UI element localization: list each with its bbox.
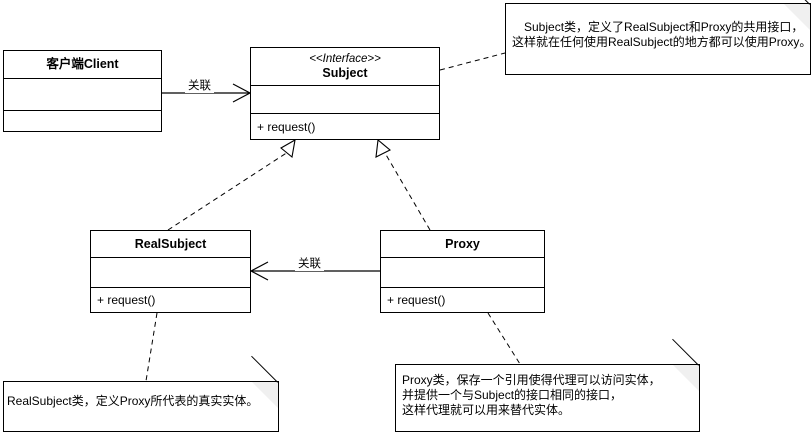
note-proxy-line-1: Proxy类，保存一个引用使得代理可以访问实体， — [402, 373, 661, 387]
class-operations-proxy: + request() — [381, 288, 544, 312]
class-attributes-client — [4, 79, 161, 111]
class-operations-client — [4, 111, 161, 132]
edge-subject-to-subject-note — [439, 52, 506, 71]
edge-realsubject-to-realsubject-note — [145, 312, 158, 382]
class-attributes-subject — [251, 86, 439, 114]
class-attributes-realsubject — [91, 258, 250, 288]
note-realsubject[interactable]: RealSubject类，定义Proxy所代表的真实实体。 — [3, 355, 279, 432]
class-operations-text-subject: + request() — [257, 120, 316, 134]
class-header-client: 客户端Client — [4, 51, 161, 79]
note-fold-corner-icon — [252, 382, 278, 408]
note-subject-line-1: Subject类，定义了RealSubject和Proxy的共用接口， — [512, 20, 804, 34]
note-fold-corner-icon — [673, 365, 699, 391]
edge-proxy-to-realsubject — [249, 261, 380, 281]
note-subject[interactable]: Subject类，定义了RealSubject和Proxy的共用接口， 这样就在… — [505, 0, 811, 75]
class-operations-text-proxy: + request() — [387, 293, 446, 307]
class-box-subject[interactable]: <<Interface>> Subject + request() — [250, 47, 440, 140]
note-fold-corner-icon — [784, 4, 810, 30]
class-header-realsubject: RealSubject — [91, 231, 250, 258]
class-name-client: 客户端Client — [46, 57, 119, 71]
note-proxy[interactable]: Proxy类，保存一个引用使得代理可以访问实体， 并提供一个与Subject的接… — [395, 338, 700, 432]
class-name-realsubject: RealSubject — [134, 236, 207, 251]
edge-label-proxy-to-realsubject: 关联 — [295, 258, 324, 271]
class-header-proxy: Proxy — [381, 231, 544, 258]
class-operations-realsubject: + request() — [91, 288, 250, 312]
class-operations-text-realsubject: + request() — [97, 293, 156, 307]
edge-realsubject-to-subject — [167, 138, 296, 231]
edge-label-client-to-subject: 关联 — [185, 80, 214, 93]
class-name-proxy: Proxy — [445, 236, 480, 251]
note-realsubject-line-1: RealSubject类，定义Proxy所代表的真实实体。 — [7, 394, 259, 408]
note-subject-line-2: 这样就在任何使用RealSubject的地方都可以使用Proxy。 — [512, 35, 811, 49]
class-stereotype-subject: <<Interface>> — [309, 53, 381, 65]
edge-proxy-to-subject — [375, 138, 431, 231]
class-box-realsubject[interactable]: RealSubject + request() — [90, 230, 251, 313]
note-proxy-line-2: 并提供一个与Subject的接口相同的接口， — [402, 388, 623, 402]
class-box-proxy[interactable]: Proxy + request() — [380, 230, 545, 313]
class-operations-subject: + request() — [251, 114, 439, 140]
note-proxy-line-3: 这样代理就可以用来替代实体。 — [402, 403, 571, 417]
edge-proxy-to-proxy-note — [487, 312, 521, 365]
class-box-client[interactable]: 客户端Client — [3, 50, 162, 132]
class-header-subject: <<Interface>> Subject — [251, 48, 439, 86]
class-name-subject: Subject — [322, 66, 368, 80]
class-attributes-proxy — [381, 258, 544, 288]
